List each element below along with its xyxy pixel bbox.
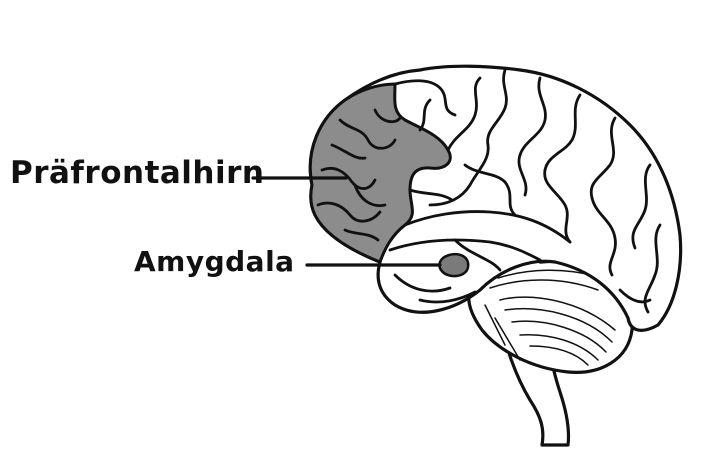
prefrontal-region — [308, 82, 452, 264]
amygdala-region — [438, 253, 470, 278]
amygdala-label: Amygdala — [134, 245, 295, 278]
prefrontal-folds — [316, 108, 402, 242]
prefrontal-label: Präfrontalhirn — [10, 155, 265, 191]
cerebrum-folds — [388, 68, 662, 314]
